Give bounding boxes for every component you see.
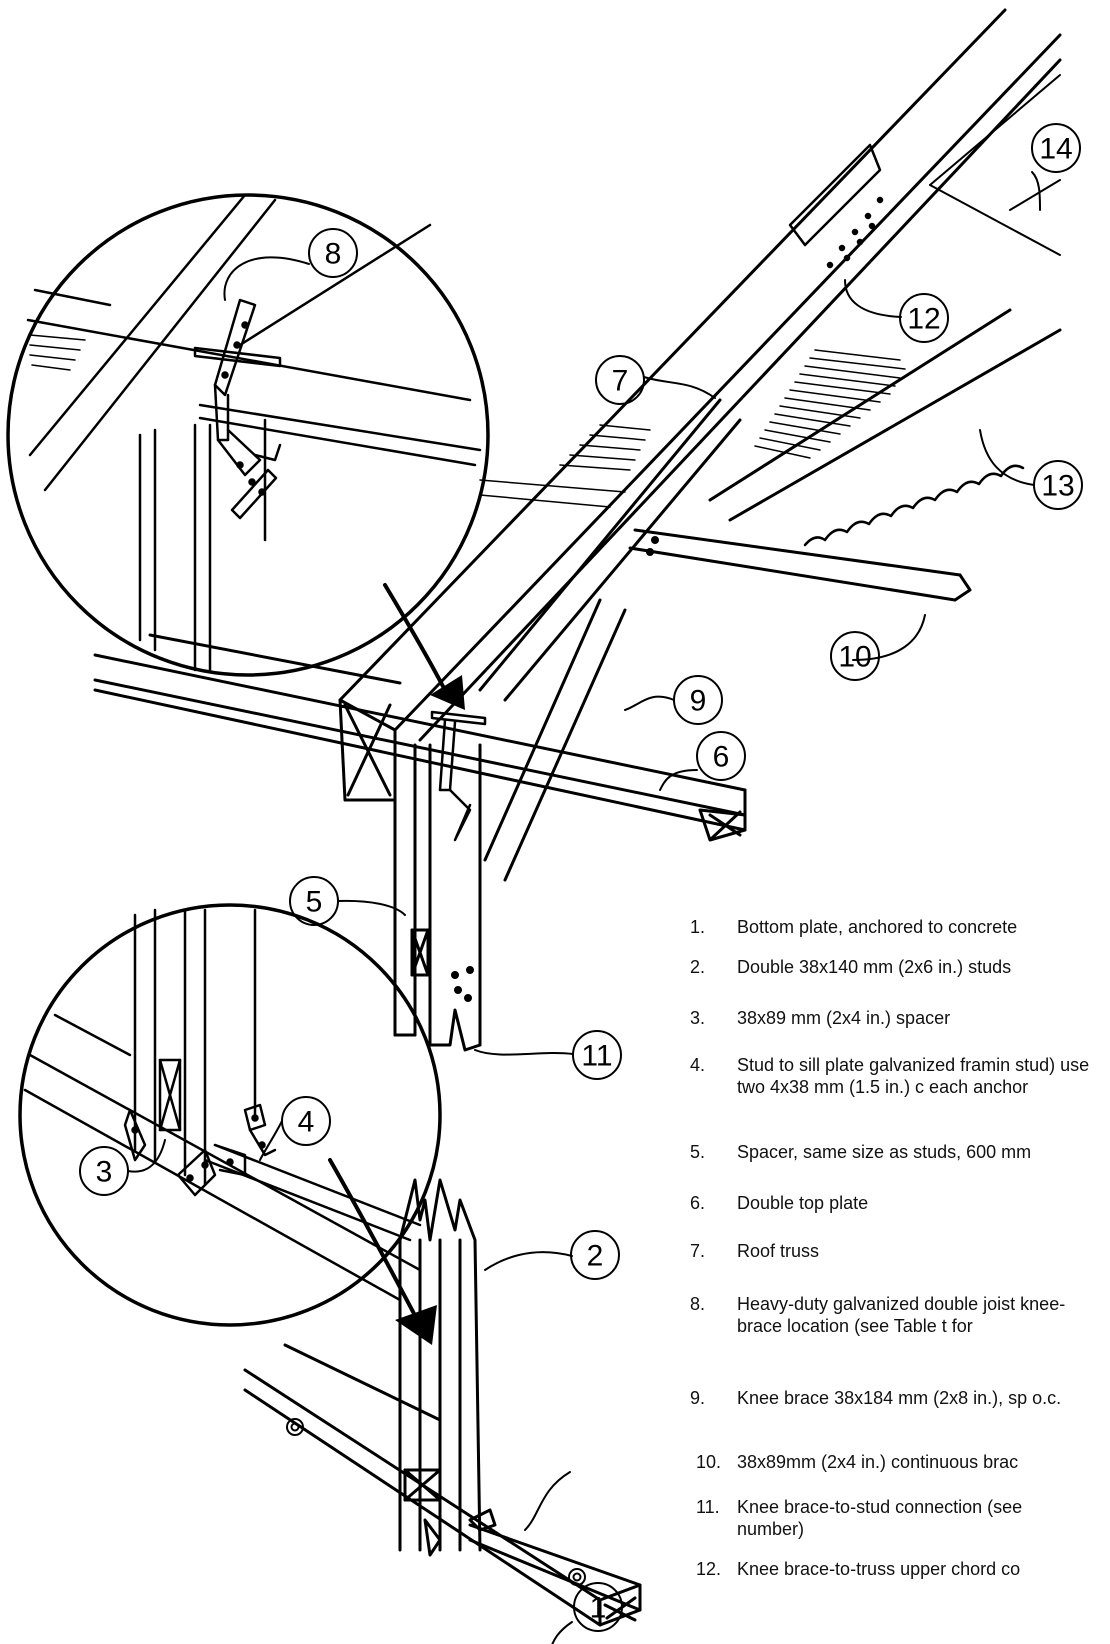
legend-number: 11.	[696, 1497, 720, 1517]
callout-label: 8	[325, 238, 342, 271]
legend-number: 10.	[696, 1452, 722, 1472]
callout-label: 5	[306, 886, 323, 919]
callout-2: 2	[570, 1230, 620, 1280]
callout-label: 12	[907, 303, 940, 336]
legend-text: Heavy-duty galvanized double joist knee-…	[737, 1294, 1066, 1336]
callout-14: 14	[1031, 123, 1081, 173]
legend-item: 5. Spacer, same size as studs, 600 mm	[690, 1141, 1110, 1163]
detail-circle-lower	[18, 903, 442, 1327]
callout-10: 10	[830, 631, 880, 681]
truss-gusset-plate	[788, 143, 884, 269]
detail-arrow-upper	[383, 583, 465, 710]
legend-text: 38x89mm (2x4 in.) continuous brac	[737, 1452, 1019, 1472]
legend-text: Spacer, same size as studs, 600 mm	[737, 1142, 1032, 1162]
legend-item: 4. Stud to sill plate galvanized framin …	[690, 1054, 1110, 1098]
legend-number: 8.	[690, 1294, 706, 1314]
legend-item: 2. Double 38x140 mm (2x6 in.) studs	[690, 956, 1110, 978]
legend-text: Bottom plate, anchored to concrete	[737, 917, 1018, 937]
knee-brace	[478, 398, 742, 882]
double-stud-lower	[398, 1178, 482, 1552]
callout-label: 10	[838, 641, 871, 674]
legend-number: 7.	[690, 1241, 706, 1261]
callout-12: 12	[899, 293, 949, 343]
callout-5: 5	[289, 876, 339, 926]
legend-item: 7. Roof truss	[690, 1240, 1110, 1262]
callout-7: 7	[595, 355, 645, 405]
legend-text: Knee brace-to-truss upper chord co	[737, 1559, 1021, 1579]
legend-item: 1. Bottom plate, anchored to concrete	[690, 916, 1110, 938]
legend-number: 9.	[690, 1388, 706, 1408]
callout-label: 1	[590, 1592, 607, 1625]
roof-truss	[338, 8, 1062, 802]
legend-item: 12. Knee brace-to-truss upper chord co	[696, 1558, 1110, 1580]
legend-number: 2.	[690, 957, 706, 977]
legend-item: 8. Heavy-duty galvanized double joist kn…	[690, 1293, 1110, 1337]
callout-8: 8	[308, 228, 358, 278]
legend-number: 12.	[696, 1559, 722, 1579]
callout-label: 2	[587, 1240, 604, 1273]
legend-item: 10. 38x89mm (2x4 in.) continuous brac	[696, 1451, 1110, 1473]
leader-lines	[127, 171, 1041, 1644]
roof-sheathing-upper	[929, 74, 1061, 256]
callout-9: 9	[673, 675, 723, 725]
legend-text: Roof truss	[737, 1241, 820, 1261]
continuous-brace	[628, 528, 972, 602]
legend-number: 6.	[690, 1193, 706, 1213]
double-top-plate	[93, 633, 747, 842]
legend-number: 1.	[690, 917, 706, 937]
secondary-rafter	[708, 308, 1062, 522]
callout-11: 11	[572, 1030, 622, 1080]
legend-text: Knee brace-to-stud connection (see numbe…	[737, 1497, 1023, 1539]
callout-13: 13	[1033, 460, 1083, 510]
legend-item: 3. 38x89 mm (2x4 in.) spacer	[690, 1007, 1110, 1029]
detail-arrow-lower	[328, 1158, 437, 1345]
legend-number: 3.	[690, 1008, 706, 1028]
callout-label: 13	[1041, 470, 1074, 503]
legend-item: 9. Knee brace 38x184 mm (2x8 in.), sp o.…	[690, 1387, 1110, 1409]
detail-circle-upper	[6, 193, 490, 677]
legend-item: 11. Knee brace-to-stud connection (see n…	[696, 1496, 1110, 1540]
corrugated-roof-edge	[803, 464, 1025, 547]
sill-anchor-detail	[123, 1103, 277, 1197]
callout-3: 3	[79, 1146, 129, 1196]
joist-hanger-detail	[193, 298, 282, 520]
callout-label: 7	[612, 365, 629, 398]
legend-number: 4.	[690, 1055, 706, 1075]
legend-text: Knee brace 38x184 mm (2x8 in.), sp o.c.	[737, 1388, 1062, 1408]
legend-item: 6. Double top plate	[690, 1192, 1110, 1214]
legend-text: Double 38x140 mm (2x6 in.) studs	[737, 957, 1012, 977]
callout-label: 3	[96, 1156, 113, 1189]
callout-1: 1	[573, 1582, 623, 1632]
callout-label: 9	[690, 685, 707, 718]
callout-label: 14	[1039, 133, 1072, 166]
callout-label: 4	[298, 1106, 315, 1139]
callout-4: 4	[281, 1096, 331, 1146]
legend-number: 5.	[690, 1142, 706, 1162]
joist-hanger-top	[430, 710, 487, 842]
callout-6: 6	[696, 731, 746, 781]
callout-label: 6	[713, 741, 730, 774]
legend-text: Double top plate	[737, 1193, 869, 1213]
legend-text: 38x89 mm (2x4 in.) spacer	[737, 1008, 951, 1028]
soffit-hatching	[479, 349, 906, 508]
callout-label: 11	[581, 1040, 612, 1073]
legend-text: Stud to sill plate galvanized framin stu…	[737, 1055, 1090, 1097]
bottom-plate	[243, 1343, 642, 1627]
